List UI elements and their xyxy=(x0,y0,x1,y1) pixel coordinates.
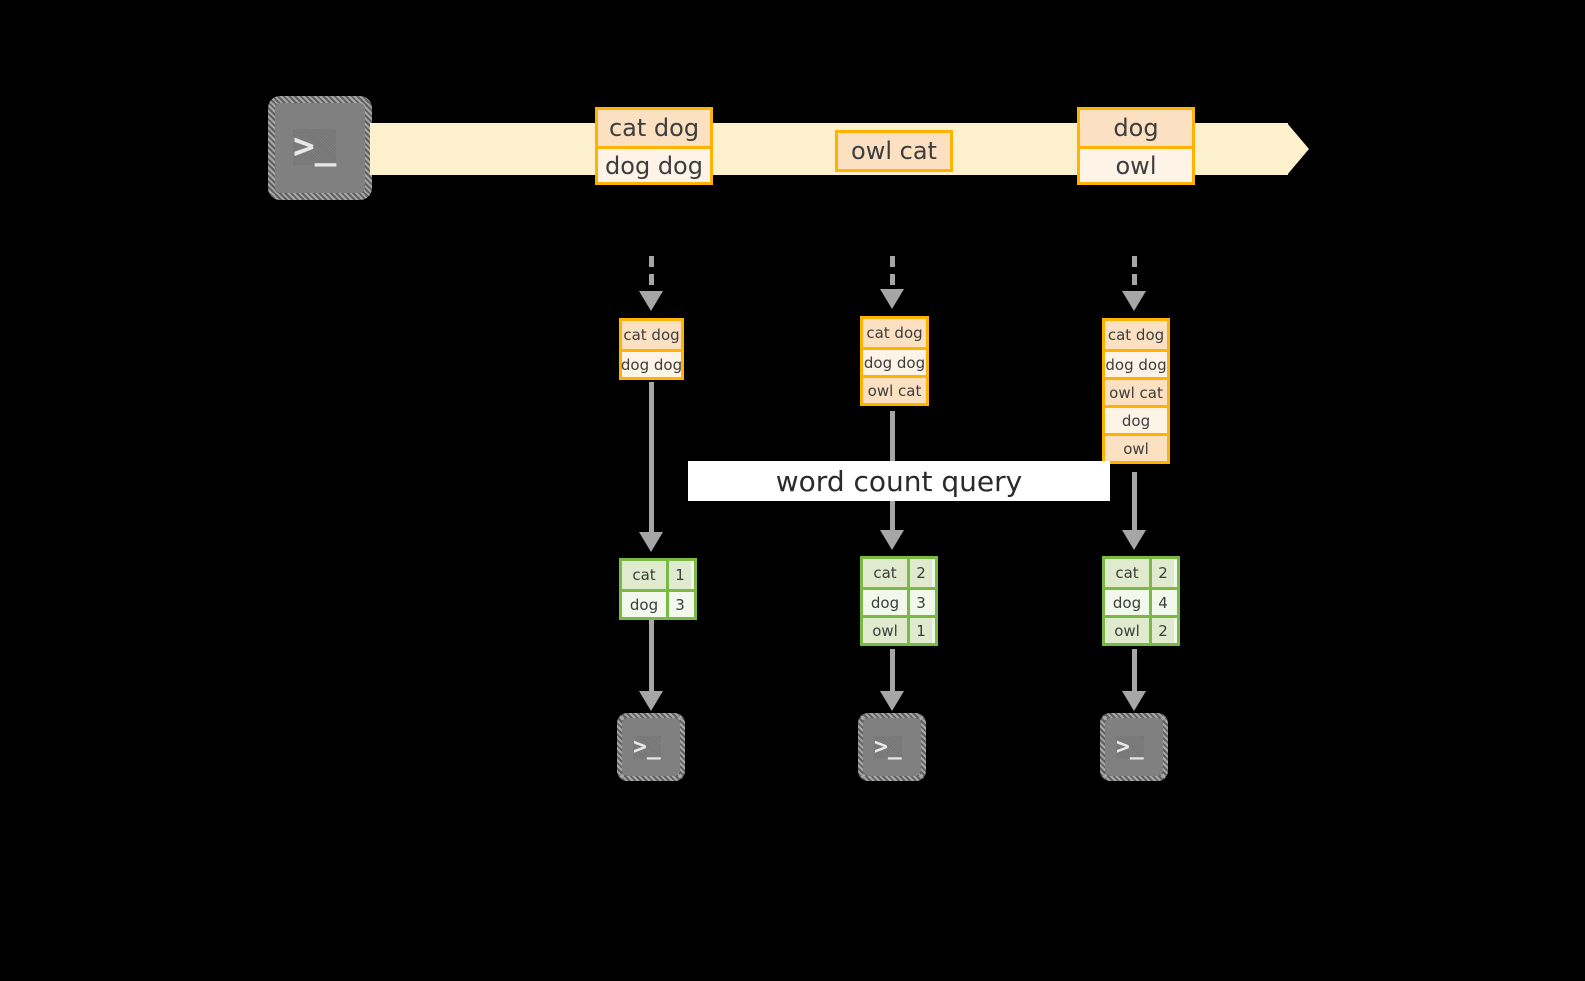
stream-message-2: owl cat xyxy=(835,130,953,172)
table-row: dog 4 xyxy=(1105,587,1177,615)
stream-tap-connector-3 xyxy=(1132,256,1137,294)
query-label-band: word count query xyxy=(688,461,1110,501)
result-count: 2 xyxy=(1149,559,1174,587)
accumulated-messages-3: cat dog dog dog owl cat dog owl xyxy=(1102,318,1170,464)
event-stream-arrowhead xyxy=(1287,123,1309,175)
result-count: 3 xyxy=(907,590,932,615)
stream-tap-connector-2 xyxy=(890,256,895,292)
table-row: dog 3 xyxy=(863,587,935,615)
result-word: dog xyxy=(622,592,666,617)
query-arrowhead-2 xyxy=(880,530,904,550)
sink-connector-2 xyxy=(890,649,895,693)
table-row: cat 1 xyxy=(622,561,694,589)
stream-tap-arrowhead-3 xyxy=(1122,291,1146,311)
table-row: owl 1 xyxy=(863,615,935,643)
terminal-screen xyxy=(275,103,365,193)
sink-terminal-icon-2: >_ xyxy=(858,713,926,781)
sink-connector-1 xyxy=(649,620,654,693)
terminal-prompt-glyph: >_ xyxy=(874,734,902,760)
terminal-screen xyxy=(622,718,680,776)
word-count-result-3: cat 2 dog 4 owl 2 xyxy=(1102,556,1180,646)
terminal-prompt-glyph: >_ xyxy=(1116,734,1144,760)
result-word: dog xyxy=(1105,590,1149,615)
result-count: 4 xyxy=(1149,590,1174,615)
query-label: word count query xyxy=(775,464,1023,498)
query-connector-1 xyxy=(649,382,654,537)
terminal-prompt-glyph: >_ xyxy=(293,126,337,167)
result-word: owl xyxy=(863,618,907,643)
accumulated-row: dog dog xyxy=(1105,349,1167,377)
message-row: dog xyxy=(1080,110,1192,146)
result-count: 2 xyxy=(907,559,932,587)
sink-arrowhead-1 xyxy=(639,691,663,711)
query-arrowhead-1 xyxy=(639,532,663,552)
result-word: owl xyxy=(1105,618,1149,643)
table-row: owl 2 xyxy=(1105,615,1177,643)
result-count: 3 xyxy=(666,592,691,617)
accumulated-row: dog dog xyxy=(621,349,682,377)
result-word: cat xyxy=(1105,559,1149,587)
result-count: 1 xyxy=(907,618,932,643)
terminal-screen xyxy=(1105,718,1163,776)
source-terminal-icon: >_ xyxy=(268,96,372,200)
table-row: cat 2 xyxy=(863,559,935,587)
accumulated-row: dog dog xyxy=(863,347,926,375)
sink-arrowhead-3 xyxy=(1122,691,1146,711)
accumulated-row: cat dog xyxy=(863,319,926,347)
terminal-prompt-glyph: >_ xyxy=(633,734,661,760)
sink-terminal-icon-1: >_ xyxy=(617,713,685,781)
message-row: cat dog xyxy=(598,110,710,146)
stream-tap-arrowhead-1 xyxy=(639,291,663,311)
accumulated-row: cat dog xyxy=(622,321,681,349)
accumulated-row: dog xyxy=(1105,405,1167,433)
word-count-result-1: cat 1 dog 3 xyxy=(619,558,697,620)
query-connector-3 xyxy=(1132,472,1137,535)
result-count: 1 xyxy=(666,561,691,589)
stream-message-3: dog owl xyxy=(1077,107,1195,185)
result-word: cat xyxy=(622,561,666,589)
accumulated-messages-2: cat dog dog dog owl cat xyxy=(860,316,929,406)
stream-message-1: cat dog dog dog xyxy=(595,107,713,185)
sink-connector-3 xyxy=(1132,649,1137,693)
message-row: dog dog xyxy=(598,146,710,182)
accumulated-messages-1: cat dog dog dog xyxy=(619,318,684,380)
message-row: owl cat xyxy=(838,133,950,169)
result-word: dog xyxy=(863,590,907,615)
result-count: 2 xyxy=(1149,618,1174,643)
sink-terminal-icon-3: >_ xyxy=(1100,713,1168,781)
query-arrowhead-3 xyxy=(1122,530,1146,550)
sink-arrowhead-2 xyxy=(880,691,904,711)
result-word: cat xyxy=(863,559,907,587)
stream-tap-arrowhead-2 xyxy=(880,289,904,309)
table-row: dog 3 xyxy=(622,589,694,617)
accumulated-row: owl xyxy=(1105,433,1167,461)
accumulated-row: cat dog xyxy=(1105,321,1167,349)
accumulated-row: owl cat xyxy=(1105,377,1167,405)
accumulated-row: owl cat xyxy=(863,375,926,403)
word-count-result-2: cat 2 dog 3 owl 1 xyxy=(860,556,938,646)
terminal-screen xyxy=(863,718,921,776)
message-row: owl xyxy=(1080,146,1192,182)
table-row: cat 2 xyxy=(1105,559,1177,587)
stream-tap-connector-1 xyxy=(649,256,654,294)
